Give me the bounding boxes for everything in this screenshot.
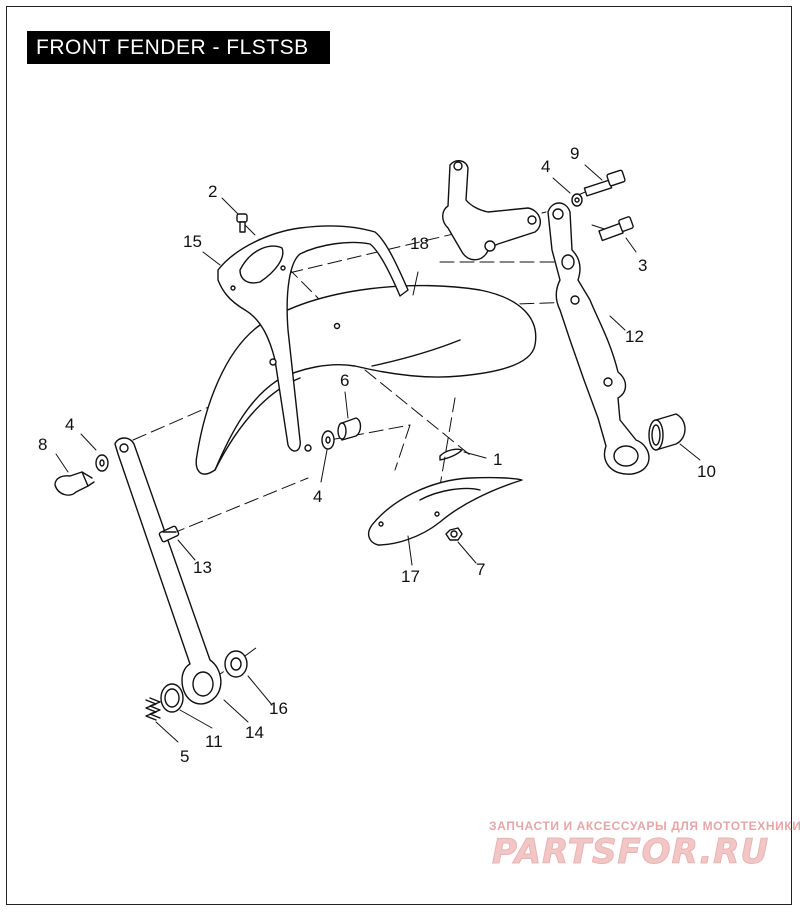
callout-11: 11 [205, 732, 223, 751]
callout-15: 15 [183, 232, 202, 251]
callout-14: 14 [245, 723, 264, 742]
callout-3: 3 [638, 256, 647, 275]
callout-1: 1 [493, 450, 502, 469]
callout-4-left: 4 [65, 415, 74, 434]
bracket-arm-part-12 [547, 202, 650, 475]
washer-part-4-left [95, 454, 109, 472]
bolt-part-9 [583, 169, 626, 197]
callout-2: 2 [208, 182, 217, 201]
watermark-tagline: ЗАПЧАСТИ И АКСЕССУАРЫ ДЛЯ МОТОТЕХНИКИ [489, 819, 800, 833]
clip-part-1 [439, 448, 463, 461]
callout-10: 10 [697, 462, 716, 481]
bolt-part-13 [158, 525, 180, 543]
bushing-part-10 [648, 413, 686, 451]
bushing-part-11 [160, 683, 184, 713]
washer-part-4-center [321, 430, 335, 450]
callout-12: 12 [625, 327, 644, 346]
leader-lines [55, 164, 701, 743]
callout-5: 5 [180, 747, 189, 766]
callout-4-center: 4 [313, 487, 322, 506]
callout-16: 16 [269, 699, 288, 718]
callout-8: 8 [38, 435, 47, 454]
washer-part-16 [224, 650, 248, 678]
wave-washer-part-5 [145, 697, 161, 721]
callout-9: 9 [570, 144, 579, 163]
callout-7: 7 [476, 560, 485, 579]
upper-link [442, 160, 542, 261]
fender-part-18 [195, 284, 537, 475]
fender-trim-part-17 [367, 476, 523, 546]
bolt-part-2 [236, 213, 248, 233]
fender-bracket-part-15 [217, 225, 409, 452]
callout-6: 6 [340, 371, 349, 390]
watermark-logo: PARTSFOR.RU [491, 832, 770, 873]
bolt-part-3 [598, 216, 634, 242]
spacer-part-6 [337, 417, 362, 441]
callout-4-right: 4 [541, 157, 550, 176]
diagram-title: FRONT FENDER - FLSTSB [27, 31, 330, 64]
callout-13: 13 [193, 558, 212, 577]
callout-labels: 1 2 3 4 4 4 5 6 7 8 9 10 11 12 13 14 15 … [38, 144, 716, 766]
fender-strut-part-13 [114, 437, 222, 705]
acorn-nut-part-8 [54, 471, 95, 496]
washer-part-4-right [571, 193, 583, 207]
nut-part-7 [445, 527, 463, 541]
callout-17: 17 [401, 567, 420, 586]
callout-18: 18 [410, 234, 429, 253]
